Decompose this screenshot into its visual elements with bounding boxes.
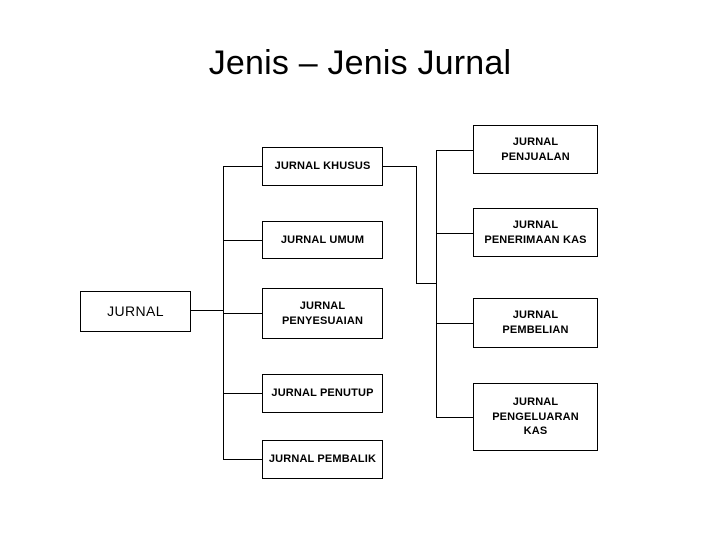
node-label: JURNAL KHUSUS xyxy=(274,160,371,173)
connector-khusus-out xyxy=(383,166,417,168)
connector-to-jurnal-pembalik xyxy=(223,459,263,461)
node-label: JURNAL UMUM xyxy=(280,233,365,246)
node-jurnal-khusus[interactable]: JURNAL KHUSUS xyxy=(262,147,383,186)
connector-khusus-drop xyxy=(416,166,418,284)
connector-to-jurnal-khusus xyxy=(223,166,263,168)
connector-to-jurnal-penutup xyxy=(223,393,263,395)
connector-to-jurnal-penerimaan-kas xyxy=(436,233,474,235)
connector-root-stub xyxy=(191,310,224,312)
node-label: JURNAL xyxy=(107,303,164,320)
connector-to-jurnal-penyesuaian xyxy=(223,313,263,315)
connector-to-jurnal-pengeluaran-kas xyxy=(436,417,474,419)
connector-level2-trunk xyxy=(436,150,438,418)
node-label: JURNAL PEMBALIK xyxy=(268,453,377,466)
connector-khusus-bridge xyxy=(416,283,437,285)
page-title: Jenis – Jenis Jurnal xyxy=(208,44,512,82)
connector-to-jurnal-penjualan xyxy=(436,150,474,152)
node-label: JURNAL PENUTUP xyxy=(271,387,374,400)
node-jurnal-root[interactable]: JURNAL xyxy=(80,291,191,332)
node-jurnal-umum[interactable]: JURNAL UMUM xyxy=(262,221,383,259)
connector-to-jurnal-pembelian xyxy=(436,323,474,325)
node-jurnal-penutup[interactable]: JURNAL PENUTUP xyxy=(262,374,383,413)
node-jurnal-pembalik[interactable]: JURNAL PEMBALIK xyxy=(262,440,383,479)
connector-to-jurnal-umum xyxy=(223,240,263,242)
